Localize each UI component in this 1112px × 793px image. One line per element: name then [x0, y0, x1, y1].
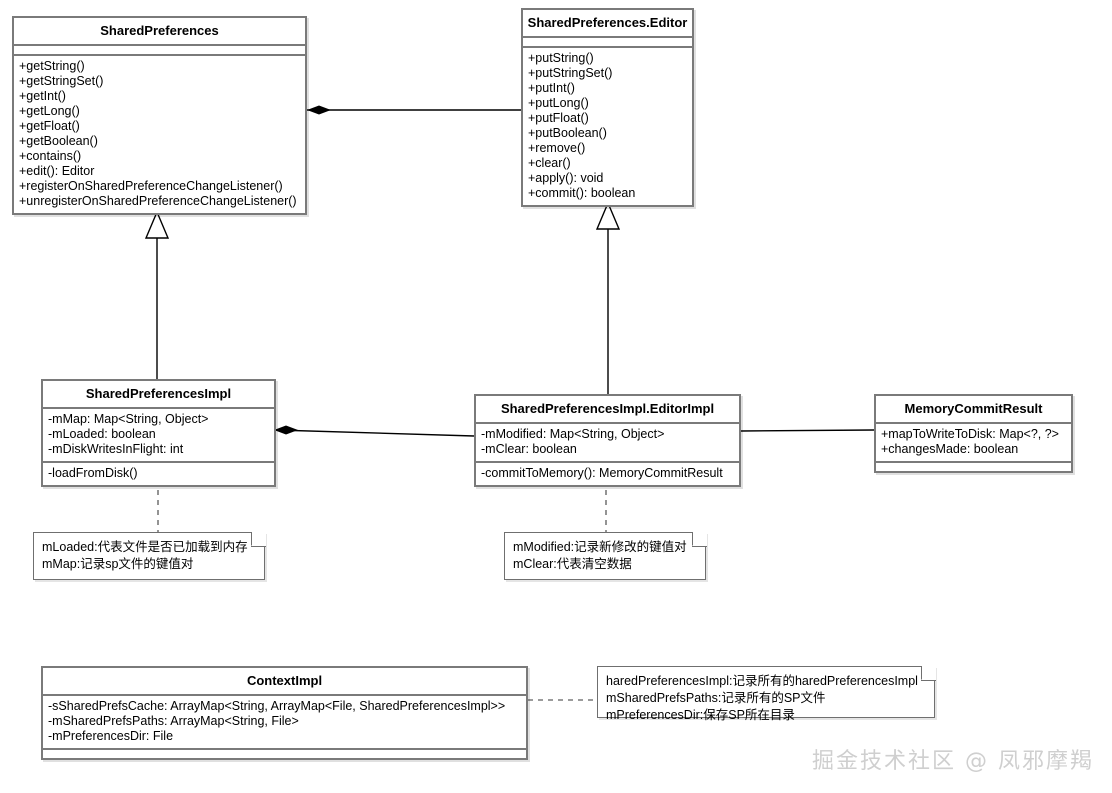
attribute-row: -mModified: Map<String, Object>	[481, 427, 665, 441]
attribute-row: +mapToWriteToDisk: Map<?, ?>	[881, 427, 1059, 441]
note-contextimpl[interactable]: haredPreferencesImpl:记录所有的haredPreferenc…	[597, 664, 936, 722]
note-line: mLoaded:代表文件是否已加载到内存	[42, 540, 248, 554]
method-row: +commit(): boolean	[528, 186, 636, 200]
note-line: mModified:记录新修改的键值对	[513, 540, 687, 554]
method-row: +getLong()	[19, 104, 80, 118]
class-attributes-sharedpreferencesimpl: -mMap: Map<String, Object> -mLoaded: boo…	[43, 409, 274, 463]
class-box-editorimpl[interactable]: SharedPreferencesImpl.EditorImpl -mModif…	[474, 394, 741, 487]
method-row: +putString()	[528, 51, 594, 65]
method-row: +putFloat()	[528, 111, 589, 125]
class-methods-editorimpl: -commitToMemory(): MemoryCommitResult	[476, 463, 739, 485]
method-row: +registerOnSharedPreferenceChangeListene…	[19, 179, 283, 193]
method-row: +putInt()	[528, 81, 575, 95]
method-row: +putStringSet()	[528, 66, 613, 80]
method-row: +getStringSet()	[19, 74, 104, 88]
note-line: mMap:记录sp文件的键值对	[42, 557, 194, 571]
class-attributes-memorycommitresult: +mapToWriteToDisk: Map<?, ?> +changesMad…	[876, 424, 1071, 463]
class-box-memorycommitresult[interactable]: MemoryCommitResult +mapToWriteToDisk: Ma…	[874, 394, 1073, 473]
method-row: -loadFromDisk()	[48, 466, 138, 480]
generalization-editorimpl-editor	[595, 201, 621, 394]
class-methods-sharedpreferences: +getString() +getStringSet() +getInt() +…	[14, 56, 305, 213]
class-title-memorycommitresult: MemoryCommitResult	[876, 396, 1071, 424]
method-row: +putLong()	[528, 96, 589, 110]
note-line: mPreferencesDir:保存SP所在目录	[606, 708, 795, 722]
class-methods-memorycommitresult	[876, 463, 1071, 471]
association-editorimpl-memorycommitresult	[740, 429, 875, 432]
attribute-row: -mClear: boolean	[481, 442, 577, 456]
note-fold-icon	[691, 530, 707, 547]
class-title-contextimpl: ContextImpl	[43, 668, 526, 696]
class-title-sharedpreferences: SharedPreferences	[14, 18, 305, 46]
method-row: -commitToMemory(): MemoryCommitResult	[481, 466, 723, 480]
method-row: +clear()	[528, 156, 571, 170]
note-sharedpreferencesimpl[interactable]: mLoaded:代表文件是否已加载到内存 mMap:记录sp文件的键值对	[33, 530, 266, 580]
method-row: +edit(): Editor	[19, 164, 95, 178]
class-methods-sharedpreferences-editor: +putString() +putStringSet() +putInt() +…	[523, 48, 692, 205]
method-row: +getInt()	[19, 89, 66, 103]
method-row: +putBoolean()	[528, 126, 607, 140]
method-row: +getString()	[19, 59, 85, 73]
note-line: mClear:代表清空数据	[513, 557, 632, 571]
attribute-row: -mDiskWritesInFlight: int	[48, 442, 184, 456]
class-attributes-sharedpreferences	[14, 46, 305, 56]
note-fold-icon	[250, 530, 266, 547]
note-fold-icon	[920, 664, 936, 681]
class-methods-contextimpl	[43, 750, 526, 758]
attribute-row: -sSharedPrefsCache: ArrayMap<String, Arr…	[48, 699, 506, 713]
class-attributes-editorimpl: -mModified: Map<String, Object> -mClear:…	[476, 424, 739, 463]
class-title-editorimpl: SharedPreferencesImpl.EditorImpl	[476, 396, 739, 424]
method-row: +remove()	[528, 141, 586, 155]
attribute-row: -mLoaded: boolean	[48, 427, 156, 441]
class-title-sharedpreferencesimpl: SharedPreferencesImpl	[43, 381, 274, 409]
attribute-row: -mSharedPrefsPaths: ArrayMap<String, Fil…	[48, 714, 299, 728]
class-box-sharedpreferences[interactable]: SharedPreferences +getString() +getStrin…	[12, 16, 307, 215]
note-line: mSharedPrefsPaths:记录所有的SP文件	[606, 691, 826, 705]
note-editorimpl[interactable]: mModified:记录新修改的键值对 mClear:代表清空数据	[504, 530, 707, 580]
method-row: +getFloat()	[19, 119, 80, 133]
class-box-sharedpreferencesimpl[interactable]: SharedPreferencesImpl -mMap: Map<String,…	[41, 379, 276, 487]
class-box-sharedpreferences-editor[interactable]: SharedPreferences.Editor +putString() +p…	[521, 8, 694, 207]
attribute-row: +changesMade: boolean	[881, 442, 1019, 456]
method-row: +getBoolean()	[19, 134, 98, 148]
class-attributes-sharedpreferences-editor	[523, 38, 692, 48]
class-attributes-contextimpl: -sSharedPrefsCache: ArrayMap<String, Arr…	[43, 696, 526, 750]
method-row: +contains()	[19, 149, 82, 163]
note-line: haredPreferencesImpl:记录所有的haredPreferenc…	[606, 674, 918, 688]
attribute-row: -mMap: Map<String, Object>	[48, 412, 209, 426]
generalization-impl-sharedpreferences	[144, 210, 170, 379]
method-row: +unregisterOnSharedPreferenceChangeListe…	[19, 194, 297, 208]
watermark: 掘金技术社区 @ 凤邪摩羯	[812, 749, 1094, 774]
class-methods-sharedpreferencesimpl: -loadFromDisk()	[43, 463, 274, 485]
attribute-row: -mPreferencesDir: File	[48, 729, 174, 743]
method-row: +apply(): void	[528, 171, 604, 185]
class-title-sharedpreferences-editor: SharedPreferences.Editor	[523, 10, 692, 38]
composition-sharedpreferences-editor	[307, 105, 521, 115]
class-box-contextimpl[interactable]: ContextImpl -sSharedPrefsCache: ArrayMap…	[41, 666, 528, 760]
composition-impl-editorimpl	[274, 425, 475, 437]
